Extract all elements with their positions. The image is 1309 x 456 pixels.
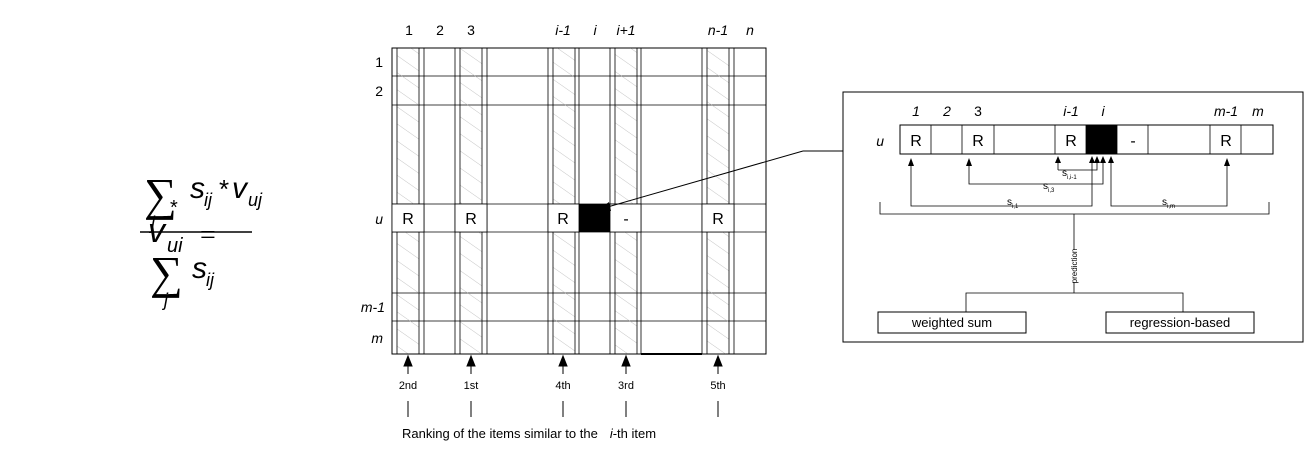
detail-col-label: 1 [912, 103, 920, 119]
detail-col-label: 2 [942, 103, 951, 119]
similar-column-i-1 [552, 47, 576, 355]
aggregation-bracket [879, 202, 1270, 312]
matrix-col-lines [423, 48, 735, 354]
formula-lhs-sub: ui [167, 235, 183, 257]
rank-label: 2nd [399, 380, 417, 392]
formula-lhs-var: v [148, 212, 167, 250]
similar-column-1 [396, 47, 420, 355]
detail-cell-value: R [1220, 133, 1232, 150]
col-label: 1 [405, 22, 413, 38]
sim-label-i-1: si,1 [1007, 197, 1019, 210]
row-u-value: R [712, 211, 724, 228]
detail-cell-value: - [1130, 133, 1135, 150]
row-u-value: R [557, 211, 569, 228]
detail-col-label: m-1 [1214, 103, 1238, 119]
col-label: i+1 [616, 22, 635, 38]
similar-item-columns [396, 47, 730, 355]
row-u-value: - [623, 211, 628, 228]
detail-col-label: m [1252, 103, 1264, 119]
connector-arrowhead [598, 202, 611, 211]
row-u-value: R [402, 211, 414, 228]
row-u-cells [391, 203, 735, 233]
formula-lhs-sup: * [170, 197, 178, 219]
denominator-s: s [192, 252, 207, 285]
rank-label: 5th [710, 380, 725, 392]
col-label: n-1 [708, 22, 728, 38]
row-label: 2 [375, 83, 383, 99]
detail-cell-value: R [972, 133, 984, 150]
similarity-arrowheads [908, 156, 1230, 166]
method-weighted-sum-label: weighted sum [911, 315, 992, 330]
method-regression-based-label: regression-based [1130, 315, 1230, 330]
detail-target-cell [1086, 125, 1117, 154]
numerator-s: s [190, 172, 205, 205]
method-weighted-sum [877, 311, 1027, 334]
similar-column-n-1 [706, 47, 730, 355]
prediction-label: prediction [1070, 249, 1079, 284]
connector-arrow [603, 150, 804, 209]
col-label: i-1 [555, 22, 571, 38]
rank-label: 3rd [618, 380, 634, 392]
col-label: n [746, 22, 754, 38]
numerator-sum-symbol: ∑ [144, 169, 177, 220]
detail-row-label: u [876, 133, 884, 149]
row-label: u [375, 211, 383, 227]
rank-ticks [407, 401, 719, 417]
numerator-v-sub: uj [248, 190, 263, 210]
sim-label-i-3: si,3 [1043, 181, 1055, 194]
sim-label-i-m: si,m [1162, 197, 1175, 210]
similar-column-3 [459, 47, 483, 355]
row-label: 1 [375, 54, 383, 70]
method-regression-based [1105, 311, 1255, 334]
denominator-sum-index: j [161, 290, 169, 310]
numerator-star: * [219, 174, 229, 204]
numerator-s-sub: ij [204, 190, 213, 210]
col-label: i [593, 22, 597, 38]
detail-col-label: i [1101, 103, 1105, 119]
row-label: m-1 [361, 299, 385, 315]
ranking-arrows [403, 354, 723, 374]
denominator-s-sub: ij [206, 270, 215, 290]
rank-label: 4th [555, 380, 570, 392]
row-label: m [371, 330, 383, 346]
col-label: 3 [467, 22, 475, 38]
numerator-v: v [232, 172, 249, 205]
row-u-value: R [465, 211, 477, 228]
formula-equals: = [200, 220, 216, 251]
detail-col-label: 3 [974, 103, 982, 119]
rating-matrix: R R R - R 1 2 3 i-1 i i+1 n-1 n 1 2 u m-… [361, 22, 767, 441]
col-label: 2 [436, 22, 444, 38]
detail-cell-value: R [1065, 133, 1077, 150]
numerator-sum-index: j [148, 213, 156, 233]
rank-label: 1st [464, 380, 479, 392]
similar-column-i-plus-1 [614, 47, 638, 355]
prediction-formula: v ui * = ∑ j s ij * v uj ∑ j s ij [140, 169, 263, 310]
denominator-sum-symbol: ∑ [150, 247, 183, 298]
detail-cell-value: R [910, 133, 922, 150]
detail-col-label: i-1 [1063, 103, 1079, 119]
sim-label-i-i-1: si,i-1 [1062, 168, 1077, 181]
